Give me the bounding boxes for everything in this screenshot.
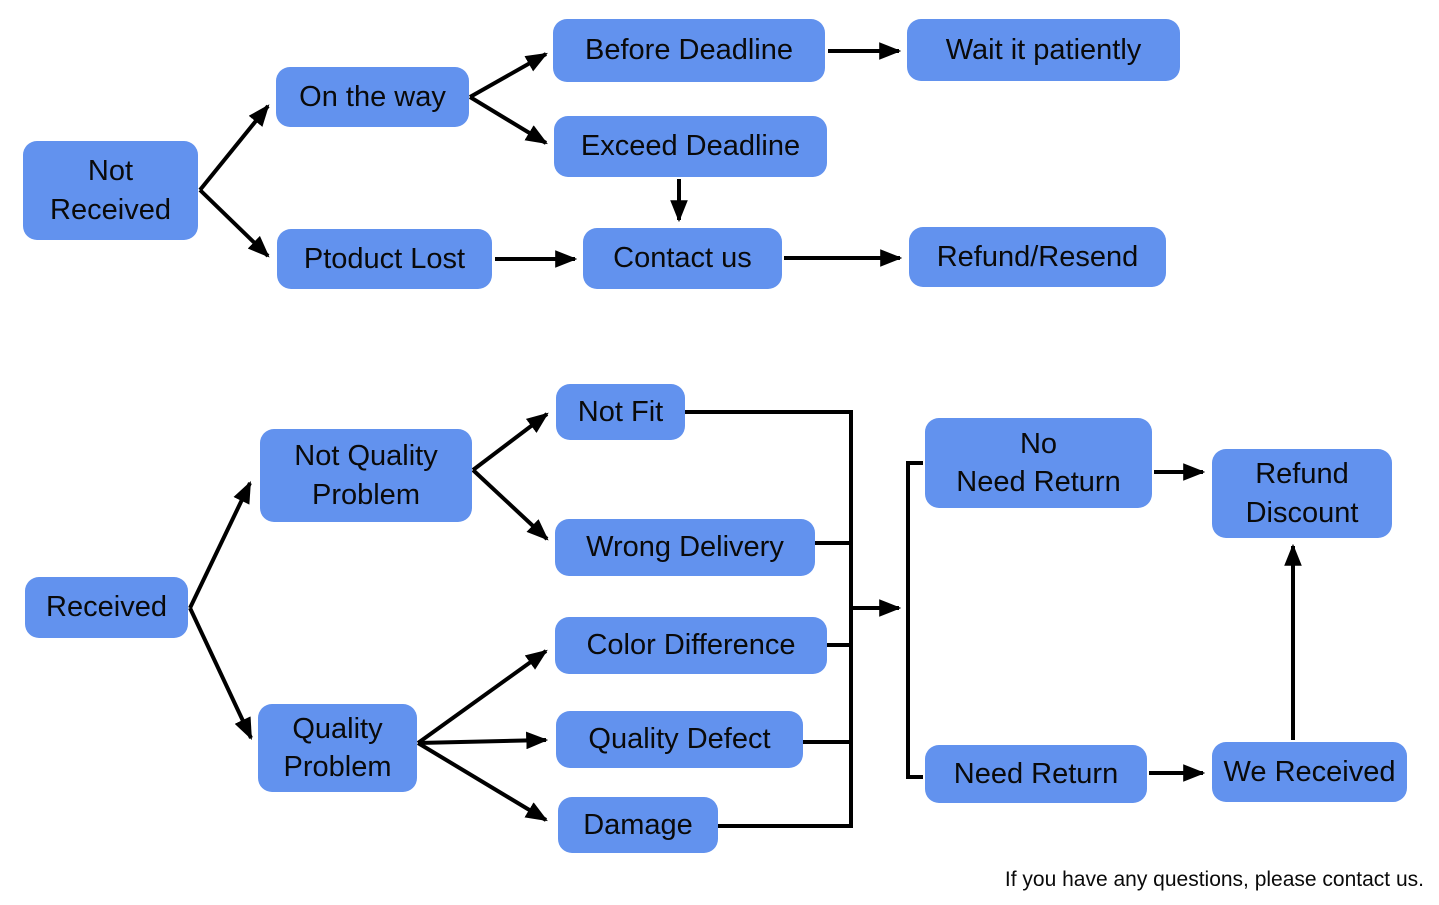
node-no-need-return: No Need Return — [925, 418, 1152, 508]
node-damage: Damage — [558, 797, 718, 853]
node-contact-us: Contact us — [583, 228, 782, 289]
arrow-received-to-quality-problem — [188, 607, 253, 740]
arrow-on-the-way-to-exceed-deadline — [468, 95, 548, 145]
node-refund-discount: Refund Discount — [1212, 449, 1392, 538]
footer-note: If you have any questions, please contac… — [1004, 868, 1424, 891]
node-ptoduct-lost: Ptoduct Lost — [277, 229, 492, 289]
node-wait-it-patiently: Wait it patiently — [907, 19, 1180, 81]
arrow-received-to-not-quality-problem — [188, 481, 252, 609]
arrow-not-received-to-on-the-way — [198, 104, 270, 192]
arrow-not-received-to-ptoduct-lost — [198, 188, 270, 258]
node-received: Received — [25, 577, 188, 638]
arrow-on-the-way-to-before-deadline — [469, 52, 548, 99]
node-quality-defect: Quality Defect — [556, 711, 803, 768]
node-refund-resend: Refund/Resend — [909, 227, 1166, 287]
node-we-received: We Received — [1212, 742, 1407, 802]
arrow-nqp-to-not-fit — [471, 412, 549, 472]
node-before-deadline: Before Deadline — [553, 19, 825, 82]
node-need-return: Need Return — [925, 745, 1147, 803]
arrow-qp-to-quality-defect — [417, 731, 549, 750]
node-not-quality-problem: Not Quality Problem — [260, 429, 472, 522]
node-not-fit: Not Fit — [556, 384, 685, 440]
bus-return-options — [906, 461, 923, 779]
node-exceed-deadline: Exceed Deadline — [554, 116, 827, 177]
node-quality-problem: Quality Problem — [258, 704, 417, 792]
node-wrong-delivery: Wrong Delivery — [555, 519, 815, 576]
arrow-qp-to-color-difference — [416, 649, 548, 745]
arrow-qp-to-damage — [416, 741, 548, 822]
arrow-nqp-to-wrong-delivery — [471, 468, 549, 541]
node-on-the-way: On the way — [276, 67, 469, 127]
node-color-difference: Color Difference — [555, 617, 827, 674]
node-not-received: Not Received — [23, 141, 198, 240]
